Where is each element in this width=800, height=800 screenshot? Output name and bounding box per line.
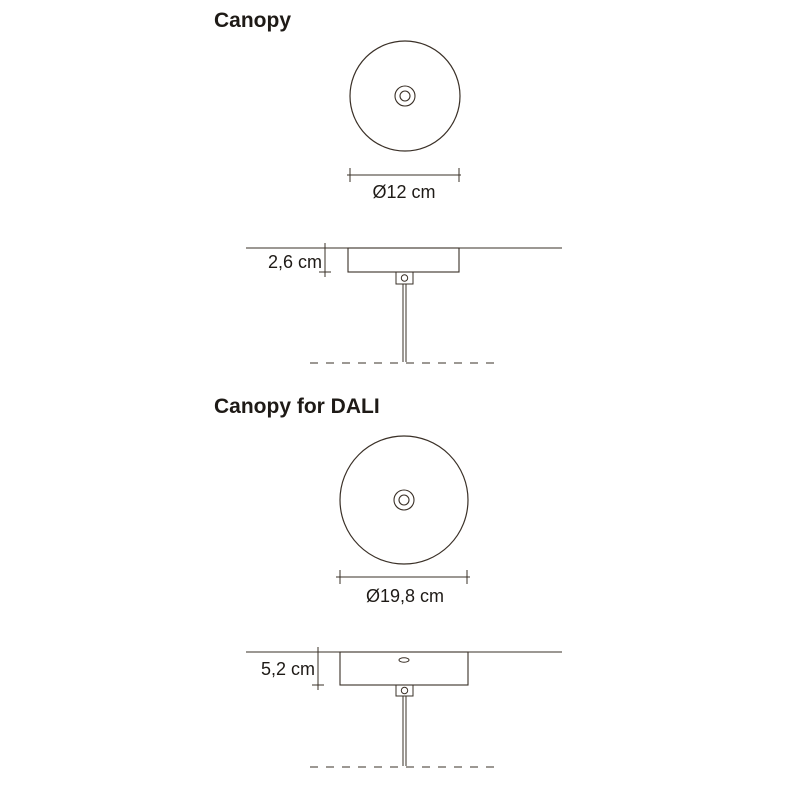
- canopy-dali-side-view: [246, 651, 562, 768]
- canopy-dali-title: Canopy for DALI: [214, 395, 380, 418]
- canopy-height-label: 2,6 cm: [268, 252, 322, 272]
- canopy-dali-grip-screw: [400, 686, 409, 695]
- canopy-body: [347, 247, 460, 273]
- canopy-dali-cable-grip: [395, 684, 414, 697]
- canopy-dali-height-dimension: 5,2 cm: [261, 647, 324, 690]
- canopy-dali-diameter-label: Ø19,8 cm: [366, 586, 444, 606]
- canopy-diameter-dimension: Ø12 cm: [347, 168, 461, 202]
- canopy-dali-cable-hole-outer: [393, 489, 415, 511]
- canopy-dali-cable-hole-inner: [398, 494, 410, 506]
- canopy-height-dimension: 2,6 cm: [268, 243, 331, 277]
- canopy-dali-diameter-dimension: Ø19,8 cm: [336, 570, 470, 606]
- canopy-dali-section: Canopy for DALI Ø19,8 cm: [214, 395, 562, 768]
- canopy-dali-body: [339, 651, 469, 686]
- canopy-cable-hole-outer: [394, 85, 416, 107]
- canopy-dali-top-view: [339, 435, 469, 565]
- canopy-dali-height-label: 5,2 cm: [261, 659, 315, 679]
- canopy-top-view: [349, 40, 461, 152]
- canopy-cable-grip: [395, 271, 414, 285]
- canopy-dali-disc: [339, 435, 469, 565]
- canopy-side-view: [246, 247, 562, 364]
- canopy-grip-screw: [400, 274, 409, 282]
- canopy-disc: [349, 40, 461, 152]
- canopy-dali-body-slot: [398, 657, 410, 663]
- canopy-diameter-label: Ø12 cm: [372, 182, 435, 202]
- canopy-section: Canopy Ø12 cm 2,6: [214, 9, 562, 364]
- canopy-title: Canopy: [214, 9, 291, 32]
- canopy-cable-hole-inner: [399, 90, 411, 102]
